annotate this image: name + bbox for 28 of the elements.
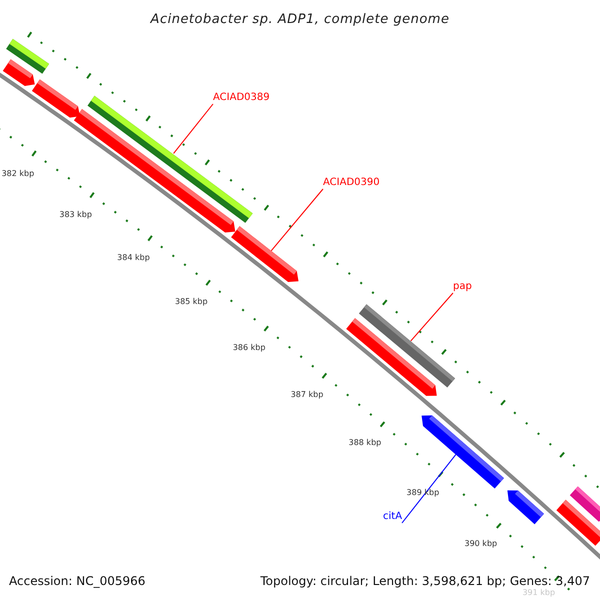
gene-feature-bar [422,415,504,488]
gene-label: citA [383,510,402,523]
gene-feature-bar [231,226,298,282]
gene-feature-bar [346,318,437,396]
title: Acinetobacter sp. ADP1, complete genome [149,11,450,29]
footer-text: Topology: circular; Length: 3,598,621 bp; Genes: 3,407 [260,574,590,588]
leader-line [402,454,456,524]
scale-label: 388 kbp [348,438,382,448]
leader-line [270,188,324,252]
gene-label: ACIAD0390 [323,176,380,189]
gene-feature-bar [507,490,544,524]
scale-label: 382 kbp [2,168,34,179]
gene-label: ACIAD0389 [213,91,270,104]
scale-label: 385 kbp [174,297,208,308]
scale-label: 387 kbp [290,390,324,400]
scale-label: 390 kbp [464,539,498,550]
gene-feature-bar [556,500,600,546]
scale-label: 384 kbp [117,253,150,263]
gene-feature-bar [32,79,80,118]
gene-feature-bar [74,109,236,232]
gene-feature-bar [2,59,35,86]
scale-label: 383 kbp [59,210,92,220]
footer-text: Accession: NC_005966 [9,574,146,589]
scale-label: 389 kbp [406,488,440,498]
gene-label: pap [453,280,472,293]
leader-line [410,292,454,342]
scale-label: 386 kbp [232,342,266,353]
leader-line [173,104,214,154]
